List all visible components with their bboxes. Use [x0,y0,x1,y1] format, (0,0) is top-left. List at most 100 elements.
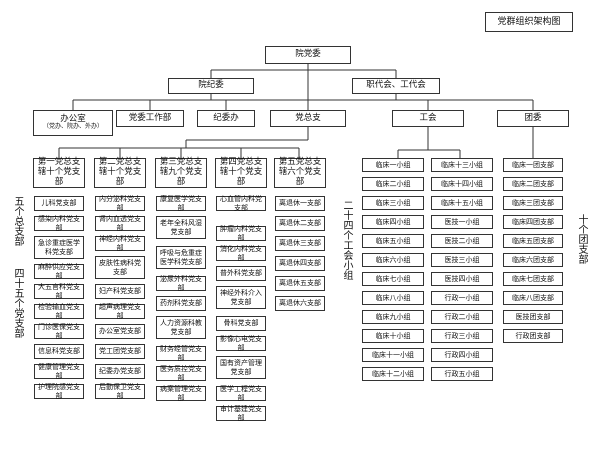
union-group-item: 行政一小组 [431,291,493,305]
branch-item: 国有资产管理党支部 [216,356,266,379]
union-group-item: 行政五小组 [431,367,493,381]
branch-item: 健康管理党支部 [34,363,84,380]
node-party-work-dept: 党委工作部 [116,110,184,127]
side-label-league-branch-count: 十个团支部 [576,214,587,264]
union-group-item: 临床九小组 [362,310,424,324]
league-branch-item: 临床五团支部 [503,234,563,248]
union-group-item: 医技一小组 [431,215,493,229]
league-branch-item: 行政团支部 [503,329,563,343]
union-group-item: 临床七小组 [362,272,424,286]
branch-item: 药剂科党支部 [156,296,206,311]
branch-item: 护理院感党支部 [34,383,84,400]
union-group-item: 临床十五小组 [431,196,493,210]
branch-item: 纪委办党支部 [95,364,145,379]
branch-item: 消化内科党支部 [216,245,266,262]
league-branch-item: 临床三团支部 [503,196,563,210]
branch-item: 医学工程党支部 [216,385,266,402]
branch-item: 后勤保卫党支部 [95,383,145,400]
branch-item: 超声病理党支部 [95,303,145,320]
node-trade-union: 工会 [392,110,464,127]
union-group-item: 临床二小组 [362,177,424,191]
branch-item: 麻醉供应党支部 [34,263,84,280]
branch-item: 办公室党支部 [95,324,145,339]
union-group-item: 临床十三小组 [431,158,493,172]
branch-item: 肿瘤内科党支部 [216,225,266,242]
branch-item: 康复医学党支部 [156,195,206,212]
side-label-general-branch-count: 五个总支部 [12,196,23,246]
branch-item: 大五官科党支部 [34,283,84,300]
union-group-item: 临床十小组 [362,329,424,343]
league-branch-item: 临床一团支部 [503,158,563,172]
union-group-item: 医技四小组 [431,272,493,286]
branch-item: 离退休五支部 [275,276,325,291]
union-group-item: 临床六小组 [362,253,424,267]
union-group-item: 医技三小组 [431,253,493,267]
branch-item: 财务经管党支部 [156,345,206,362]
branch-item: 呼吸与危重症医学科党支部 [156,246,206,269]
branch-item: 妇产科党支部 [95,284,145,299]
branch-item: 肾内血透党支部 [95,215,145,232]
node-youth-league: 团委 [497,110,569,127]
branch-item: 皮肤性病科党支部 [95,256,145,279]
league-branch-item: 临床二团支部 [503,177,563,191]
node-discipline-committee: 院纪委 [168,78,254,94]
union-group-item: 临床八小组 [362,291,424,305]
branch-item: 心血管内科党支部 [216,195,266,212]
branch-item: 影像心电党支部 [216,335,266,352]
branch-item: 党工团党支部 [95,344,145,359]
union-group-item: 行政三小组 [431,329,493,343]
general-branch-5: 第五党总支辖六个党支部 [274,157,326,188]
branch-item: 审计基建党支部 [216,405,266,422]
league-branch-item: 临床六团支部 [503,253,563,267]
branch-item: 信息科党支部 [34,344,84,359]
league-branch-item: 临床四团支部 [503,215,563,229]
branch-item: 感染内科党支部 [34,215,84,232]
union-group-item: 临床四小组 [362,215,424,229]
branch-item: 内分泌科党支部 [95,195,145,212]
league-branch-item: 医技团支部 [503,310,563,324]
node-general-branch: 党总支 [270,110,346,127]
branch-item: 离退休三支部 [275,236,325,251]
branch-item: 病案管理党支部 [156,385,206,402]
union-group-item: 临床十二小组 [362,367,424,381]
branch-item: 急诊重症医学科党支部 [34,236,84,259]
chart-title: 党群组织架构图 [485,12,573,32]
branch-item: 骨科党支部 [216,316,266,331]
union-group-item: 临床十四小组 [431,177,493,191]
branch-item: 门诊医保党支部 [34,323,84,340]
branch-item: 神经内科党支部 [95,235,145,252]
branch-item: 老年全科风湿党支部 [156,216,206,239]
branch-item: 离退休一支部 [275,196,325,211]
branch-item: 普外科党支部 [216,266,266,281]
side-label-union-group-count: 二十四个工会小组 [341,200,352,280]
union-group-item: 临床五小组 [362,234,424,248]
union-group-item: 临床一小组 [362,158,424,172]
branch-item: 神经外科介入党支部 [216,286,266,309]
branch-item: 离退休六支部 [275,296,325,311]
node-root-party-committee: 院党委 [265,46,351,64]
office-label: 办公室 [60,113,86,124]
union-group-item: 临床十一小组 [362,348,424,362]
branch-item: 医务质控党支部 [156,365,206,382]
general-branch-2: 第二党总支辖十个党支部 [94,157,146,188]
branch-item: 儿科党支部 [34,196,84,211]
node-office: 办公室 （党办、院办、外办） [33,110,113,136]
union-group-item: 临床三小组 [362,196,424,210]
branch-item: 离退休四支部 [275,256,325,271]
node-workers-congress: 职代会、工代会 [352,78,440,94]
branch-item: 检验输血党支部 [34,303,84,320]
branch-item: 人力资源科教党支部 [156,316,206,339]
side-label-party-branch-count: 四十五个党支部 [12,268,23,338]
union-group-item: 行政四小组 [431,348,493,362]
league-branch-item: 临床八团支部 [503,291,563,305]
branch-item: 离退休二支部 [275,216,325,231]
general-branch-4: 第四党总支辖十个党支部 [215,157,267,188]
union-group-item: 行政二小组 [431,310,493,324]
general-branch-3: 第三党总支辖九个党支部 [155,157,207,188]
office-sub-label: （党办、院办、外办） [42,123,103,131]
node-discipline-office: 纪委办 [197,110,255,127]
union-group-item: 医技二小组 [431,234,493,248]
branch-item: 泌尿外科党支部 [156,275,206,292]
league-branch-item: 临床七团支部 [503,272,563,286]
